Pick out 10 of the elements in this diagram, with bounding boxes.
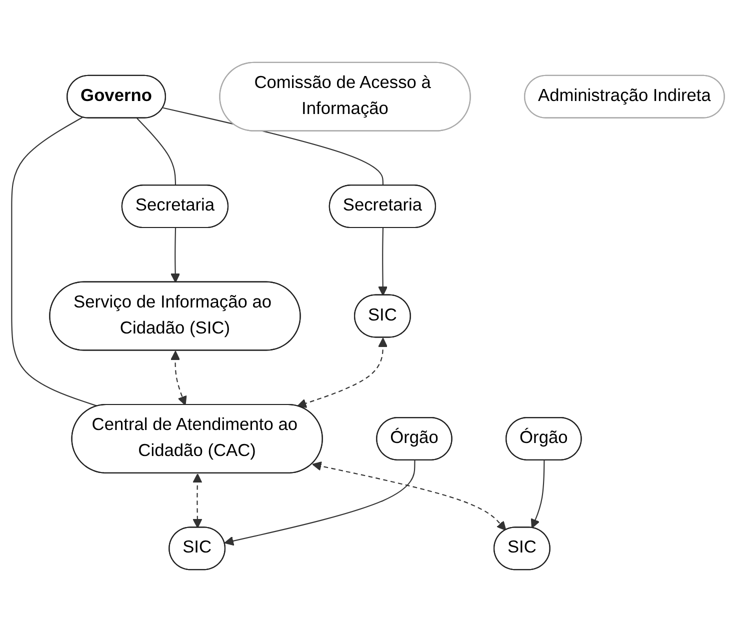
arrow [192, 473, 202, 528]
arrow [170, 350, 187, 406]
arrow [224, 460, 416, 546]
arrow [170, 228, 180, 283]
connector [136, 118, 176, 186]
arrow [312, 461, 506, 531]
arrow [530, 460, 545, 528]
connector [11, 116, 98, 407]
arrow [297, 338, 388, 408]
arrow [378, 228, 388, 296]
